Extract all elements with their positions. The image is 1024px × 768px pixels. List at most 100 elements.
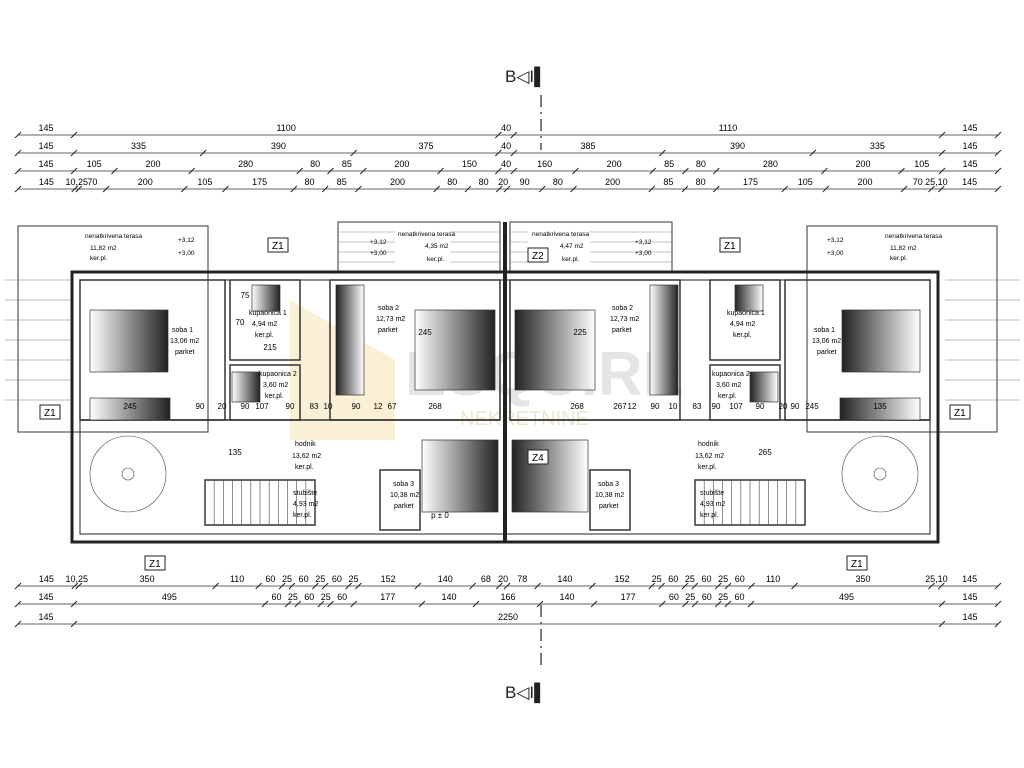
inner-dim-label: 75 — [241, 291, 250, 300]
dim-bottom-row-1-tick — [714, 582, 722, 590]
inner-dim-label: 245 — [123, 402, 137, 411]
svg-text:10,38 m2: 10,38 m2 — [390, 492, 419, 499]
dim-top-row-4-label: 200 — [138, 177, 153, 187]
dim-bottom-row-2-label: 60 — [304, 592, 314, 602]
dim-top-row-2-tick — [70, 149, 78, 157]
dim-top-row-4-tick — [102, 185, 110, 193]
dim-top-row-3-tick — [327, 167, 334, 175]
svg-text:Z1: Z1 — [851, 559, 863, 570]
dim-bottom-row-1-label: 145 — [962, 574, 977, 584]
section-marker-bottom: B◁I▌ — [505, 605, 546, 704]
svg-text:12,73 m2: 12,73 m2 — [376, 316, 405, 323]
dim-top-row-2-label: 390 — [271, 141, 286, 151]
dim-bottom-row-3-tick — [938, 620, 946, 628]
inner-dim-label: 20 — [218, 402, 227, 411]
dim-top-row-4-tick — [928, 185, 935, 193]
inner-dim-label: 268 — [570, 402, 584, 411]
dim-bottom-row-1-tick — [648, 582, 656, 590]
dim-bottom-row-1-tick — [75, 582, 83, 590]
dim-top-row-2-label: 335 — [131, 141, 146, 151]
dim-top-row-1-label: 40 — [501, 123, 511, 133]
dim-bottom-row-3-tick — [70, 620, 78, 628]
svg-text:Z2: Z2 — [532, 251, 544, 262]
svg-text:soba 2: soba 2 — [612, 305, 633, 312]
dim-bottom-row-1-label: 25 — [718, 574, 728, 584]
dim-top-row-4-tick — [75, 185, 83, 193]
dim-top-row-2-label: 145 — [38, 141, 53, 151]
dim-bottom-row-1-tick — [288, 582, 296, 590]
dim-top-row-4-label: 85 — [663, 177, 673, 187]
dim-bottom-row-1-tick — [255, 582, 263, 590]
dim-bottom-row-2-tick — [691, 600, 699, 608]
inner-dim-label: 10 — [669, 402, 678, 411]
dim-top-row-4-tick — [180, 185, 188, 193]
dim-bottom-row-2-label: 60 — [734, 592, 744, 602]
svg-text:parket: parket — [394, 503, 414, 510]
dim-bottom-row-3-tick — [994, 620, 1002, 628]
svg-text:parket: parket — [599, 503, 619, 510]
dim-bottom-row-2-tick — [536, 600, 544, 608]
inner-dim-label: 90 — [712, 402, 721, 411]
dim-top-row-2-tick — [510, 149, 518, 157]
bath-right — [749, 371, 779, 403]
dim-bottom-row-2-tick — [70, 600, 78, 608]
bed-left-soba1 — [89, 309, 169, 373]
svg-text:+3,12: +3,12 — [635, 239, 652, 246]
dim-top-row-4-label: 25,10 — [925, 177, 948, 187]
bed-right-soba2 — [514, 309, 596, 391]
inner-dim-label: 12 — [374, 402, 383, 411]
dim-bottom-row-1-tick — [588, 582, 596, 590]
dim-bottom-row-1-label: 145 — [39, 574, 54, 584]
svg-text:kupaonica 1: kupaonica 1 — [249, 310, 287, 317]
dim-top-row-3-label: 200 — [855, 159, 870, 169]
inner-dim-label: 245 — [418, 328, 432, 337]
svg-text:4,47 m2: 4,47 m2 — [560, 243, 584, 250]
svg-text:ker.pl.: ker.pl. — [90, 255, 108, 262]
dim-bottom-row-1-label: 140 — [438, 574, 453, 584]
dim-bottom-row-2-label: 25 — [685, 592, 695, 602]
dim-bottom-row-1-label: 60 — [299, 574, 309, 584]
svg-text:stubište: stubište — [700, 490, 724, 497]
dim-bottom-row-2-label: 25 — [321, 592, 331, 602]
wardrobe-right-soba2 — [649, 284, 679, 396]
svg-text:nenatkrivena terasa: nenatkrivena terasa — [885, 233, 942, 240]
dim-bottom-row-1-label: 68 — [481, 574, 491, 584]
dim-bottom-row-2-tick — [472, 600, 480, 608]
dim-top-row-3-tick — [712, 167, 720, 175]
inner-dim-label: p ± 0 — [431, 511, 449, 520]
dim-top-row-3-tick — [510, 167, 518, 175]
dim-bottom-row-1-label: 78 — [517, 574, 527, 584]
inner-dim-label: 245 — [805, 402, 819, 411]
dim-top-row-1-tick — [495, 131, 502, 139]
dim-top-row-4-tick — [71, 185, 79, 193]
dim-top-row-3-label: 280 — [238, 159, 253, 169]
dim-bottom-row-2-label: 495 — [162, 592, 177, 602]
inner-dim-label: 90 — [196, 402, 205, 411]
svg-text:4,93 m2: 4,93 m2 — [700, 501, 725, 508]
inner-dim-label: 267 — [613, 402, 627, 411]
dim-bottom-row-2-tick — [714, 600, 722, 608]
inner-dim-label: 83 — [693, 402, 702, 411]
dim-top-row-4-label: 80 — [479, 177, 489, 187]
svg-text:kupaonica 2: kupaonica 2 — [259, 371, 297, 378]
svg-text:parket: parket — [378, 327, 398, 334]
svg-text:parket: parket — [817, 349, 837, 356]
dim-bottom-row-2-label: 25 — [288, 592, 298, 602]
svg-text:13,06 m2: 13,06 m2 — [812, 338, 841, 345]
inner-dim-label: 10 — [324, 402, 333, 411]
dim-top-row-3-label: 145 — [38, 159, 53, 169]
svg-text:13,62 m2: 13,62 m2 — [695, 453, 724, 460]
dim-top-row-3-tick — [898, 167, 905, 175]
dim-bottom-row-2-tick — [14, 600, 22, 608]
dim-bottom-row-1-label: 152 — [381, 574, 396, 584]
svg-text:ker.pl.: ker.pl. — [700, 512, 719, 519]
dim-top-row-4-label: 145 — [39, 177, 54, 187]
dim-bottom-row-1-label: 140 — [557, 574, 572, 584]
dim-bottom-row-2-tick — [682, 600, 689, 608]
dim-top-row-2-label: 375 — [418, 141, 433, 151]
tag-z1-top-left: Z1 — [267, 237, 289, 253]
svg-text:ker.pl.: ker.pl. — [293, 512, 312, 519]
dim-bottom-row-3-label: 145 — [38, 612, 53, 622]
svg-text:11,82 m2: 11,82 m2 — [90, 245, 117, 252]
